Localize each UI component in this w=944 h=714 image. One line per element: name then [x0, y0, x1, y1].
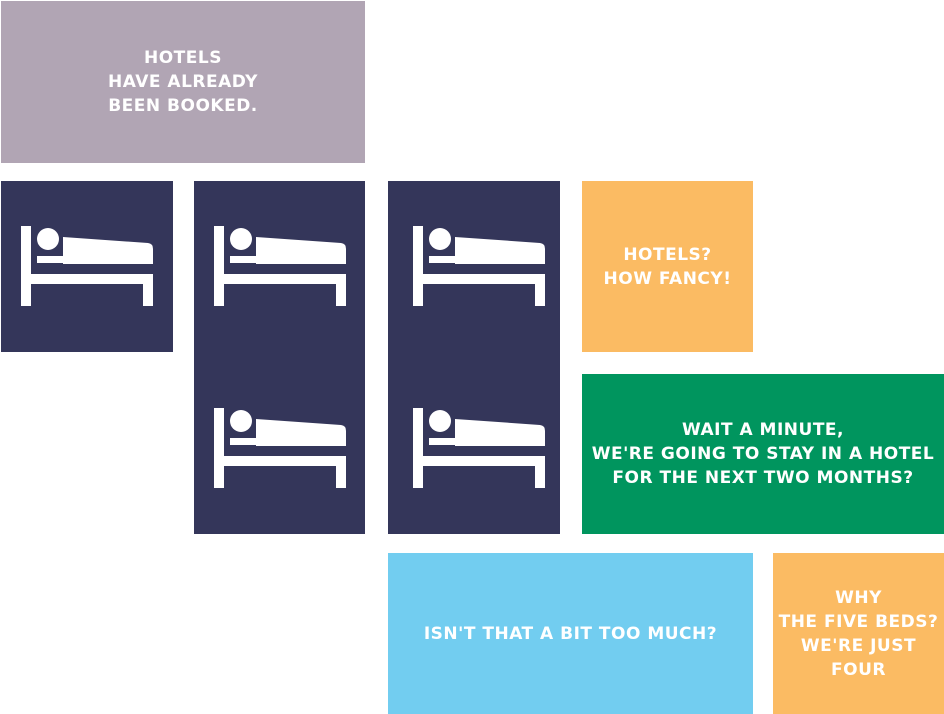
wait-minute-text: WAIT A MINUTE, WE'RE GOING TO STAY IN A …: [591, 420, 935, 488]
bed-icon: [214, 408, 346, 488]
hotels-booked-box: HOTELS HAVE ALREADY BEEN BOOKED.: [1, 1, 365, 163]
five-beds-box: WHY THE FIVE BEDS? WE'RE JUST FOUR: [773, 553, 944, 714]
bed-icon: [413, 226, 545, 306]
too-much-text: ISN'T THAT A BIT TOO MUCH?: [423, 623, 718, 644]
bed-icon: [214, 226, 346, 306]
bed-tile-1: [1, 181, 173, 352]
bed-icon: [21, 226, 153, 306]
bed-tile-3: [388, 181, 560, 534]
fancy-box: HOTELS? HOW FANCY!: [582, 181, 753, 352]
bed-icon: [413, 408, 545, 488]
wait-minute-box: WAIT A MINUTE, WE'RE GOING TO STAY IN A …: [582, 374, 944, 534]
five-beds-text: WHY THE FIVE BEDS? WE'RE JUST FOUR: [778, 587, 939, 680]
bed-tile-2: [194, 181, 365, 534]
too-much-box: ISN'T THAT A BIT TOO MUCH?: [388, 553, 753, 714]
fancy-text: HOTELS? HOW FANCY!: [603, 244, 732, 289]
hotels-booked-text: HOTELS HAVE ALREADY BEEN BOOKED.: [108, 48, 258, 116]
